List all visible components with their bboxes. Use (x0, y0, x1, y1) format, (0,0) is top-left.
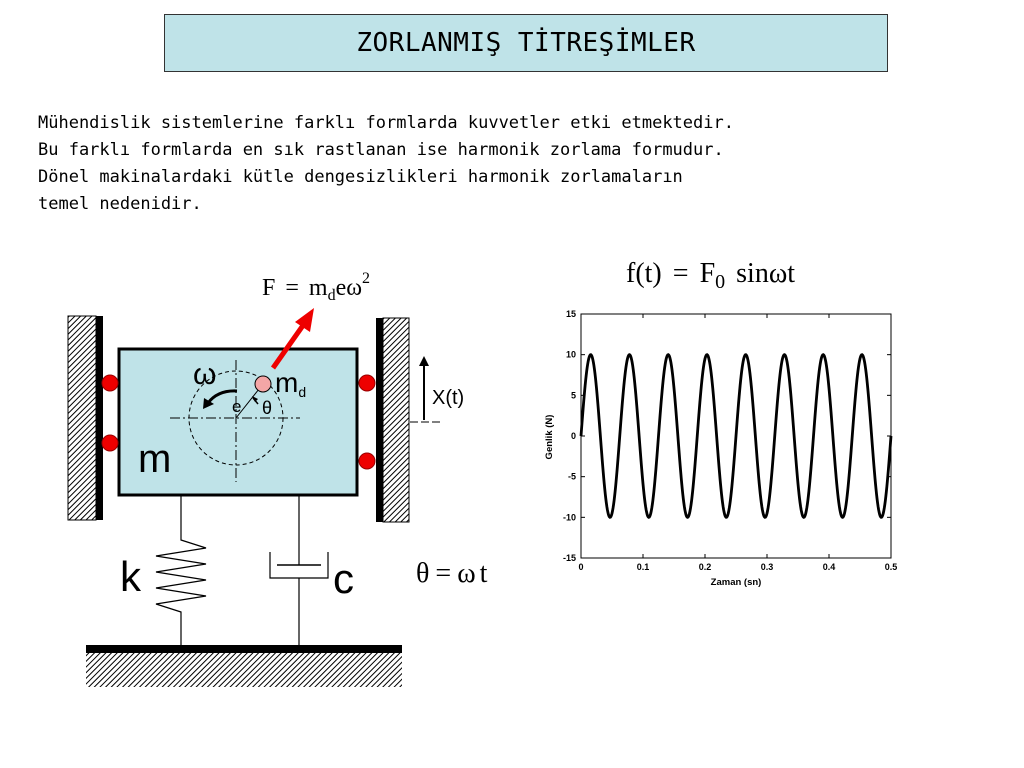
y-tick-label: -5 (568, 472, 576, 482)
ground-plate (86, 645, 402, 653)
y-tick-label: 15 (566, 309, 576, 319)
omega-label: ω (193, 358, 216, 391)
omega-arrowhead (203, 398, 214, 409)
roller-left-bottom (101, 434, 119, 452)
intro-paragraph: Mühendislik sistemlerine farklı formlard… (38, 110, 978, 218)
forcing-formula: f(t) = F0 sinωt (626, 258, 796, 293)
x-tick-label: 0 (578, 562, 583, 572)
damper-label: c (333, 555, 354, 602)
displacement-label: X(t) (432, 387, 464, 409)
force-arrowhead (295, 308, 314, 332)
displacement-arrowhead (419, 356, 429, 366)
unbalanced-mass (254, 375, 272, 393)
right-wall (382, 317, 410, 523)
x-tick-label: 0.4 (823, 562, 836, 572)
roller-right-bottom (358, 452, 376, 470)
left-wall (67, 315, 97, 521)
left-wall-plate (96, 316, 103, 520)
x-tick-label: 0.1 (637, 562, 650, 572)
title-box: ZORLANMIŞ TİTREŞİMLER (164, 14, 888, 72)
y-tick-label: -15 (563, 553, 576, 563)
intro-line-1: Mühendislik sistemlerine farklı formlard… (38, 113, 734, 133)
roller-left-top (101, 374, 119, 392)
force-formula: F = mdeω2 (262, 270, 370, 304)
mass-label: m (138, 437, 171, 481)
x-tick-label: 0.5 (885, 562, 898, 572)
series-line (579, 353, 893, 519)
y-tick-label: 0 (571, 431, 576, 441)
roller-right-top (358, 374, 376, 392)
right-wall-plate (376, 318, 383, 522)
y-tick-label: -10 (563, 512, 576, 522)
mass-block (117, 347, 359, 497)
y-tick-label: 10 (566, 350, 576, 360)
spring-label: k (120, 553, 142, 600)
x-axis-label: Zaman (sn) (711, 577, 762, 588)
theta-arrowhead (252, 396, 258, 402)
e-label: e (232, 397, 241, 416)
intro-line-4: temel nedenidir. (38, 194, 202, 214)
y-tick-label: 5 (571, 390, 576, 400)
intro-line-2: Bu farklı formlarda en sık rastlanan ise… (38, 140, 724, 160)
page-title: ZORLANMIŞ TİTREŞİMLER (356, 28, 696, 58)
mass-spring-damper-diagram: F = mdeω2 ω md e θ m X(t) k c θ= (67, 270, 488, 687)
y-axis-label: Genlik (N) (544, 415, 555, 460)
x-tick-label: 0.2 (699, 562, 712, 572)
ground (86, 653, 402, 687)
intro-line-3: Dönel makinalardaki kütle dengesizlikler… (38, 167, 683, 187)
x-tick-label: 0.3 (761, 562, 774, 572)
force-arrow (270, 322, 307, 370)
sine-chart: 0 0.1 0.2 0.3 0.4 0.5 15 10 5 0 -5 -10 -15 Zaman (sn… (544, 309, 898, 588)
md-label: md (275, 367, 306, 400)
theta-label: θ (262, 398, 272, 418)
omega-arrow (206, 389, 238, 404)
spring (155, 495, 207, 648)
